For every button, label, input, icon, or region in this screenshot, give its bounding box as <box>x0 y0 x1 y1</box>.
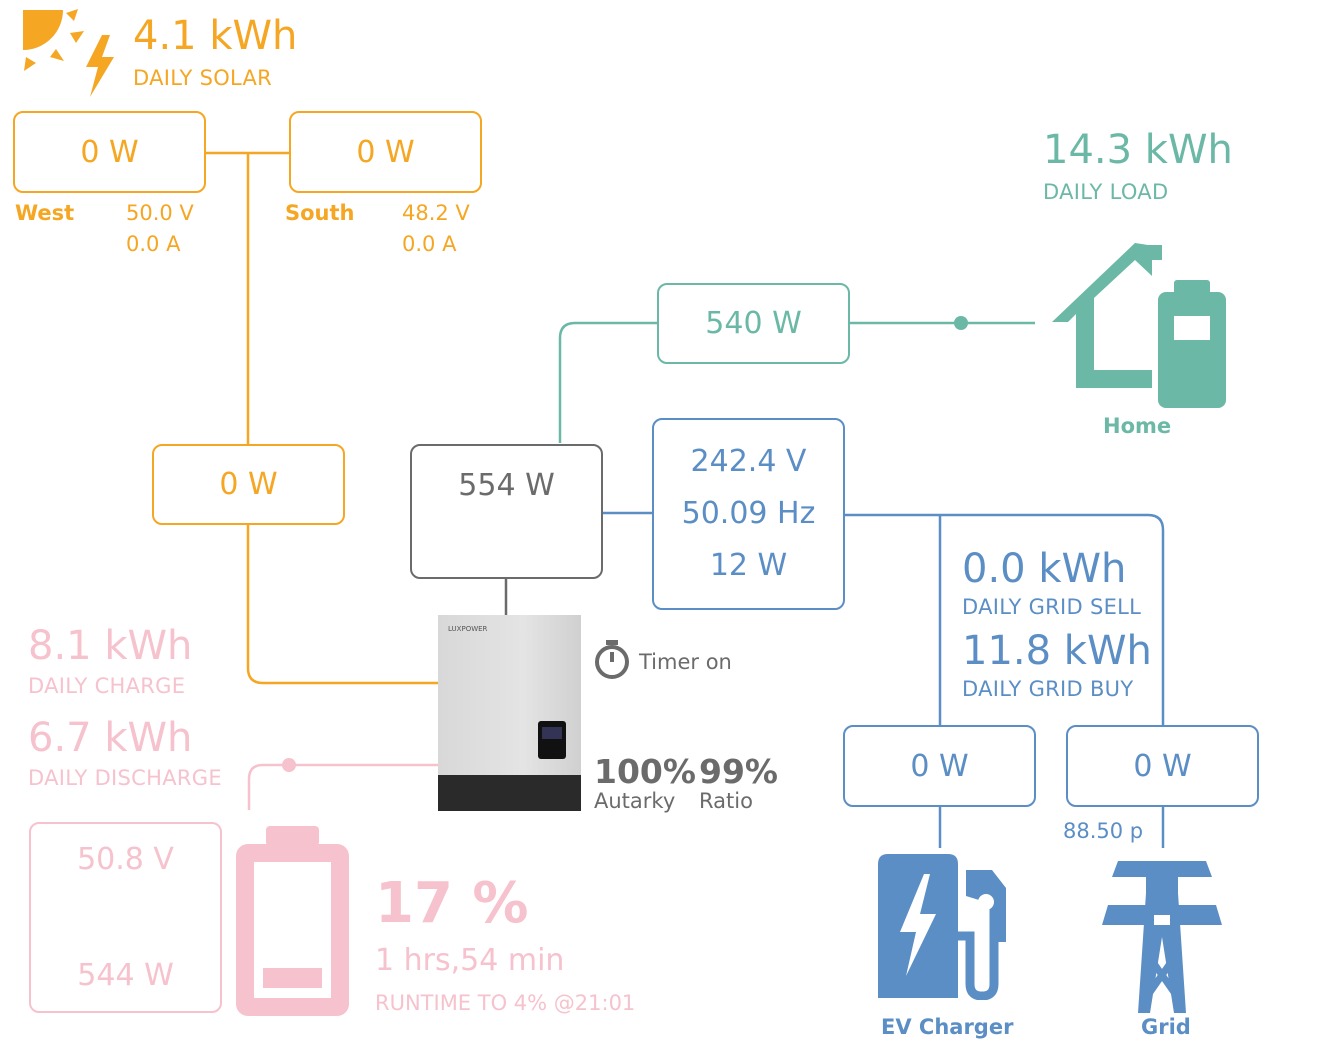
battery-icon <box>236 826 349 1016</box>
battery-info-box[interactable]: 50.8 V 544 W <box>29 822 222 1013</box>
autarky-label: Autarky <box>594 789 676 813</box>
daily-grid-buy-label: DAILY GRID BUY <box>962 677 1134 701</box>
solar-total-box[interactable]: 0 W <box>152 444 345 525</box>
house-battery-icon <box>1048 240 1230 410</box>
daily-discharge-label: DAILY DISCHARGE <box>28 766 222 790</box>
solar-total-power: 0 W <box>219 467 278 502</box>
pv1-name: West <box>15 201 75 225</box>
grid-label: Grid <box>1141 1015 1191 1039</box>
pv2-current: 0.0 A <box>402 232 457 256</box>
ratio-label: Ratio <box>699 789 753 813</box>
pylon-icon <box>1100 855 1224 1013</box>
inverter-power: 554 W <box>458 468 555 503</box>
pv2-voltage: 48.2 V <box>402 201 470 225</box>
load-power: 540 W <box>705 306 802 341</box>
daily-charge-value: 8.1 kWh <box>28 623 193 669</box>
daily-grid-sell-label: DAILY GRID SELL <box>962 595 1142 619</box>
ratio-value: 99% <box>699 752 778 791</box>
ev-charger-label: EV Charger <box>881 1015 1014 1039</box>
pv1-power-box[interactable]: 0 W <box>13 111 206 193</box>
battery-soc: 17 % <box>375 871 529 936</box>
sun-bolt-icon <box>18 5 118 100</box>
pv1-voltage: 50.0 V <box>126 201 194 225</box>
pv2-power: 0 W <box>356 134 415 170</box>
inverter-power-box[interactable]: 554 W <box>410 444 603 579</box>
ev-power-box[interactable]: 0 W <box>843 725 1036 807</box>
battery-runtime: 1 hrs,54 min <box>375 943 565 978</box>
stopwatch-icon <box>593 640 631 680</box>
daily-solar-value: 4.1 kWh <box>133 13 298 59</box>
daily-solar-label: DAILY SOLAR <box>133 66 273 90</box>
grid-price: 88.50 p <box>1063 819 1144 843</box>
battery-soc-fill <box>263 968 322 988</box>
grid-lines <box>601 511 1165 848</box>
grid-voltage: 242.4 V <box>690 444 807 479</box>
ev-power: 0 W <box>910 748 969 784</box>
battery-power: 544 W <box>77 958 174 993</box>
battery-voltage: 50.8 V <box>77 842 174 877</box>
battery-runtime-target: RUNTIME TO 4% @21:01 <box>375 991 636 1015</box>
pv1-current: 0.0 A <box>126 232 181 256</box>
load-lines <box>558 316 1035 443</box>
grid-import-power: 0 W <box>1133 748 1192 784</box>
pv2-name: South <box>285 201 355 225</box>
daily-charge-label: DAILY CHARGE <box>28 674 186 698</box>
home-label: Home <box>1103 414 1172 438</box>
pv2-power-box[interactable]: 0 W <box>289 111 482 193</box>
grid-frequency: 50.09 Hz <box>681 496 816 531</box>
daily-discharge-value: 6.7 kWh <box>28 715 193 761</box>
daily-load-label: DAILY LOAD <box>1043 180 1169 204</box>
inverter-brand: LUXPOWER <box>448 625 488 633</box>
battery-lines <box>247 758 438 810</box>
autarky-value: 100% <box>594 752 696 791</box>
daily-load-value: 14.3 kWh <box>1043 127 1233 173</box>
pv1-power: 0 W <box>80 134 139 170</box>
daily-grid-buy-value: 11.8 kWh <box>962 628 1152 674</box>
grid-info-box[interactable]: 242.4 V 50.09 Hz 12 W <box>652 418 845 610</box>
grid-power-box[interactable]: 0 W <box>1066 725 1259 807</box>
load-power-box[interactable]: 540 W <box>657 283 850 364</box>
daily-grid-sell-value: 0.0 kWh <box>962 546 1127 592</box>
grid-power: 12 W <box>709 548 788 583</box>
inverter-image: LUXPOWER <box>438 615 581 811</box>
timer-status: Timer on <box>639 650 732 674</box>
ev-charger-icon <box>874 852 1010 1001</box>
solar-lines <box>205 151 438 685</box>
